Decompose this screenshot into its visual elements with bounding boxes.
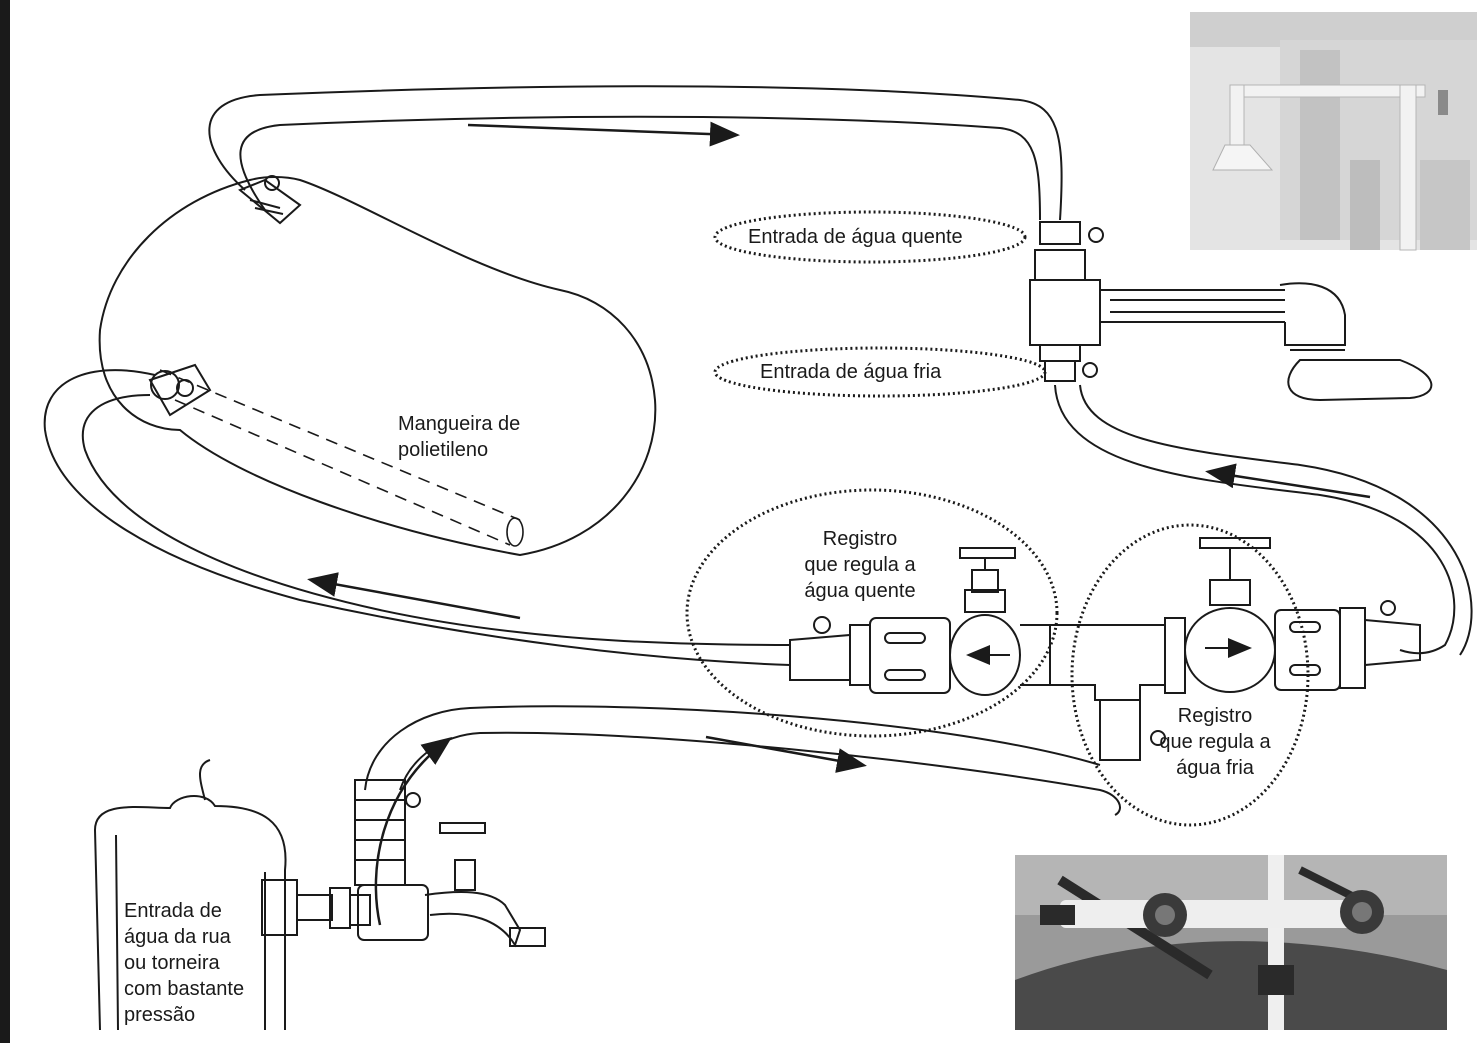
hot-valve-label-line-2: que regula a xyxy=(780,552,940,578)
cold-valve-label: Registro que regula a água fria xyxy=(1150,703,1280,781)
street-inlet-label-line-5: pressão xyxy=(124,1002,244,1028)
hot-inlet-label: Entrada de água quente xyxy=(748,224,963,250)
inlet-hose xyxy=(365,706,1120,815)
cold-valve-label-line-2: que regula a xyxy=(1150,729,1280,755)
solar-drum xyxy=(100,177,656,555)
hose-label: Mangueira de polietileno xyxy=(398,411,520,463)
cold-hose xyxy=(1055,385,1472,655)
flow-arrow-hot-return xyxy=(312,580,520,618)
hose-label-line-2: polietileno xyxy=(398,437,520,463)
street-inlet-label-line-2: água da rua xyxy=(124,924,244,950)
street-inlet-label-line-1: Entrada de xyxy=(124,898,244,924)
top-hose xyxy=(209,86,1061,220)
street-inlet-label-line-3: ou torneira xyxy=(124,950,244,976)
cold-valve-label-line-3: água fria xyxy=(1150,755,1280,781)
hose-label-line-1: Mangueira de xyxy=(398,411,520,437)
hot-valve-label-line-3: água quente xyxy=(780,578,940,604)
hot-valve-label: Registro que regula a água quente xyxy=(780,526,940,604)
cold-valve-label-line-1: Registro xyxy=(1150,703,1280,729)
left-border xyxy=(0,0,10,1043)
valves-photo xyxy=(1015,855,1447,1030)
street-inlet-label: Entrada de água da rua ou torneira com b… xyxy=(124,898,244,1028)
cold-inlet-label: Entrada de água fria xyxy=(760,359,941,385)
shower-photo xyxy=(1190,12,1477,250)
flow-arrow-top xyxy=(468,125,735,135)
street-inlet-label-line-4: com bastante xyxy=(124,976,244,1002)
hot-valve-label-line-1: Registro xyxy=(780,526,940,552)
flow-arrow-inlet xyxy=(706,737,862,765)
bottom-drum-fitting xyxy=(150,365,210,415)
